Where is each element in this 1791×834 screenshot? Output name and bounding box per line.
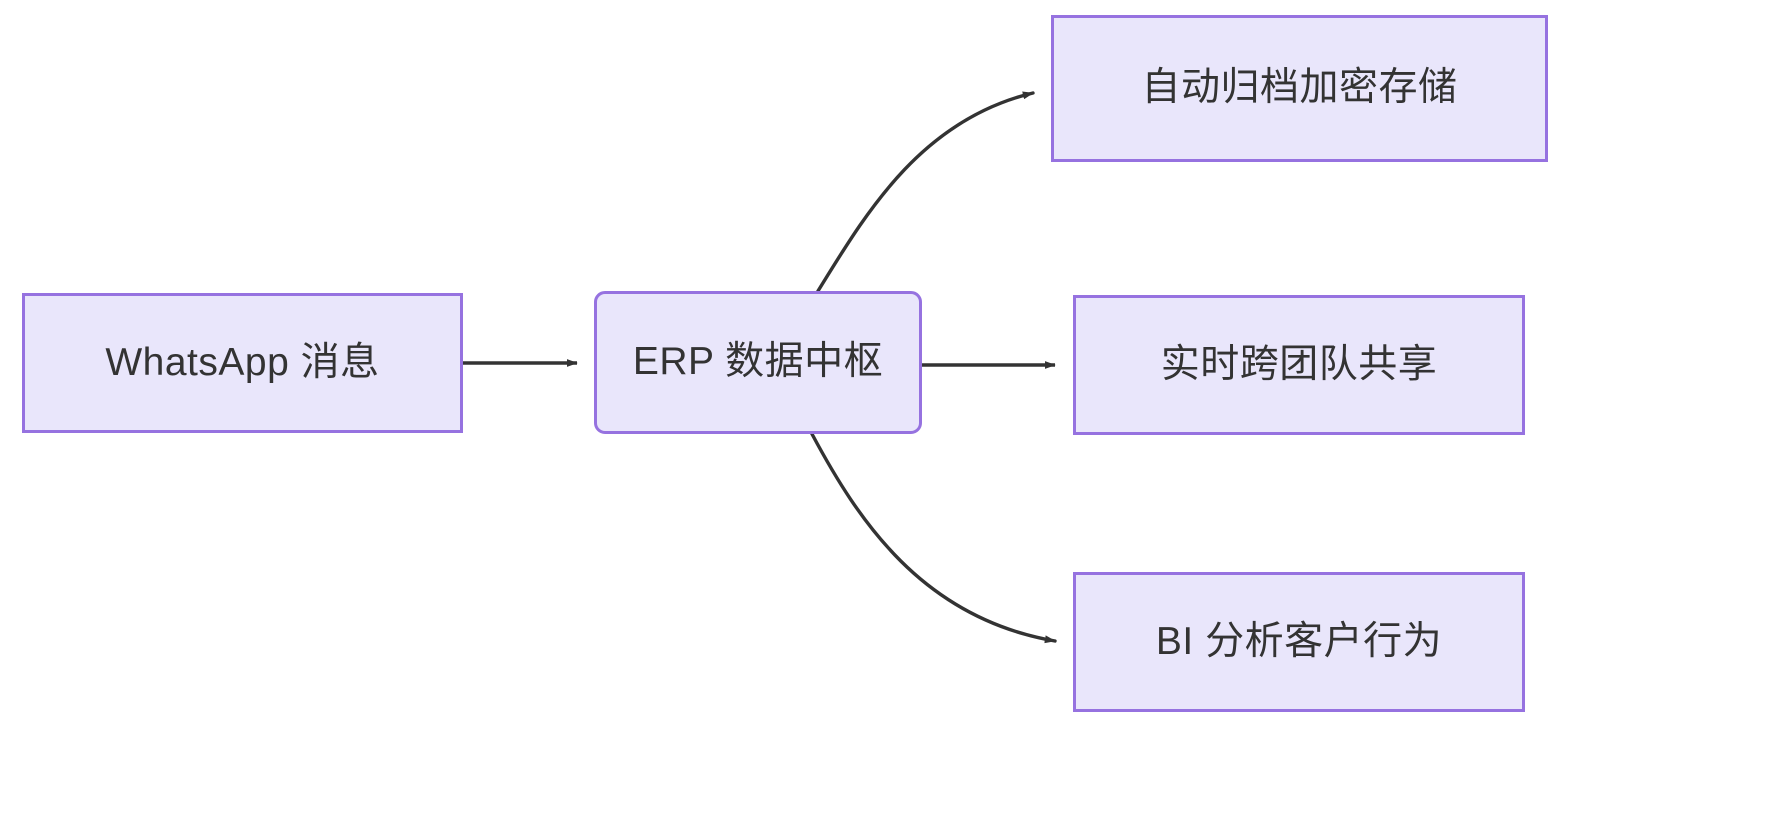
node-erp-data-hub[interactable]: ERP 数据中枢 (594, 291, 922, 434)
node-label: WhatsApp 消息 (105, 340, 380, 384)
edge-hub-to-archive (816, 91, 1035, 293)
node-label: BI 分析客户行为 (1155, 619, 1443, 663)
node-label: 自动归档加密存储 (1141, 66, 1458, 110)
node-label: ERP 数据中枢 (632, 340, 884, 384)
node-auto-archive-encrypted-storage[interactable]: 自动归档加密存储 (1051, 15, 1548, 162)
node-bi-customer-behavior-analysis[interactable]: BI 分析客户行为 (1073, 572, 1525, 712)
edge-hub-to-bi (810, 432, 1057, 644)
node-whatsapp-messages[interactable]: WhatsApp 消息 (22, 293, 463, 433)
node-label: 实时跨团队共享 (1160, 342, 1438, 386)
node-realtime-cross-team-sharing[interactable]: 实时跨团队共享 (1073, 295, 1525, 435)
